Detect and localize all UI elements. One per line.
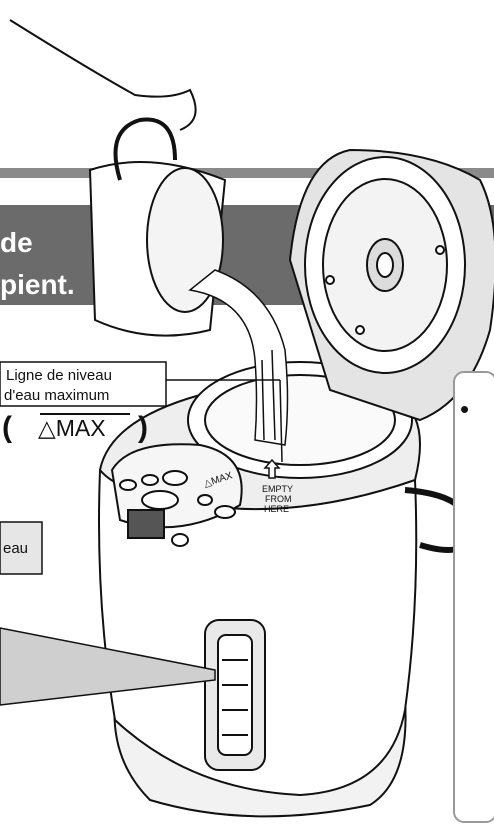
max-callout-line-1: Ligne de niveau: [6, 367, 112, 384]
max-callout-line-2: d'eau maximum: [4, 387, 109, 404]
max-paren-open: (: [2, 411, 12, 444]
side-note-bullet: •: [460, 394, 469, 424]
inner-empty-line-1: EMPTY: [262, 484, 293, 494]
side-note-panel: [454, 372, 494, 822]
banner-line-1: de: [0, 227, 33, 258]
left-callout-text: eau: [3, 540, 28, 557]
max-paren-close: ): [138, 411, 148, 444]
inner-empty-line-2: FROM: [265, 494, 292, 504]
max-symbol: △MAX: [38, 415, 106, 441]
banner-line-2: pient.: [0, 269, 75, 300]
inner-empty-line-3: HERE: [264, 504, 289, 514]
